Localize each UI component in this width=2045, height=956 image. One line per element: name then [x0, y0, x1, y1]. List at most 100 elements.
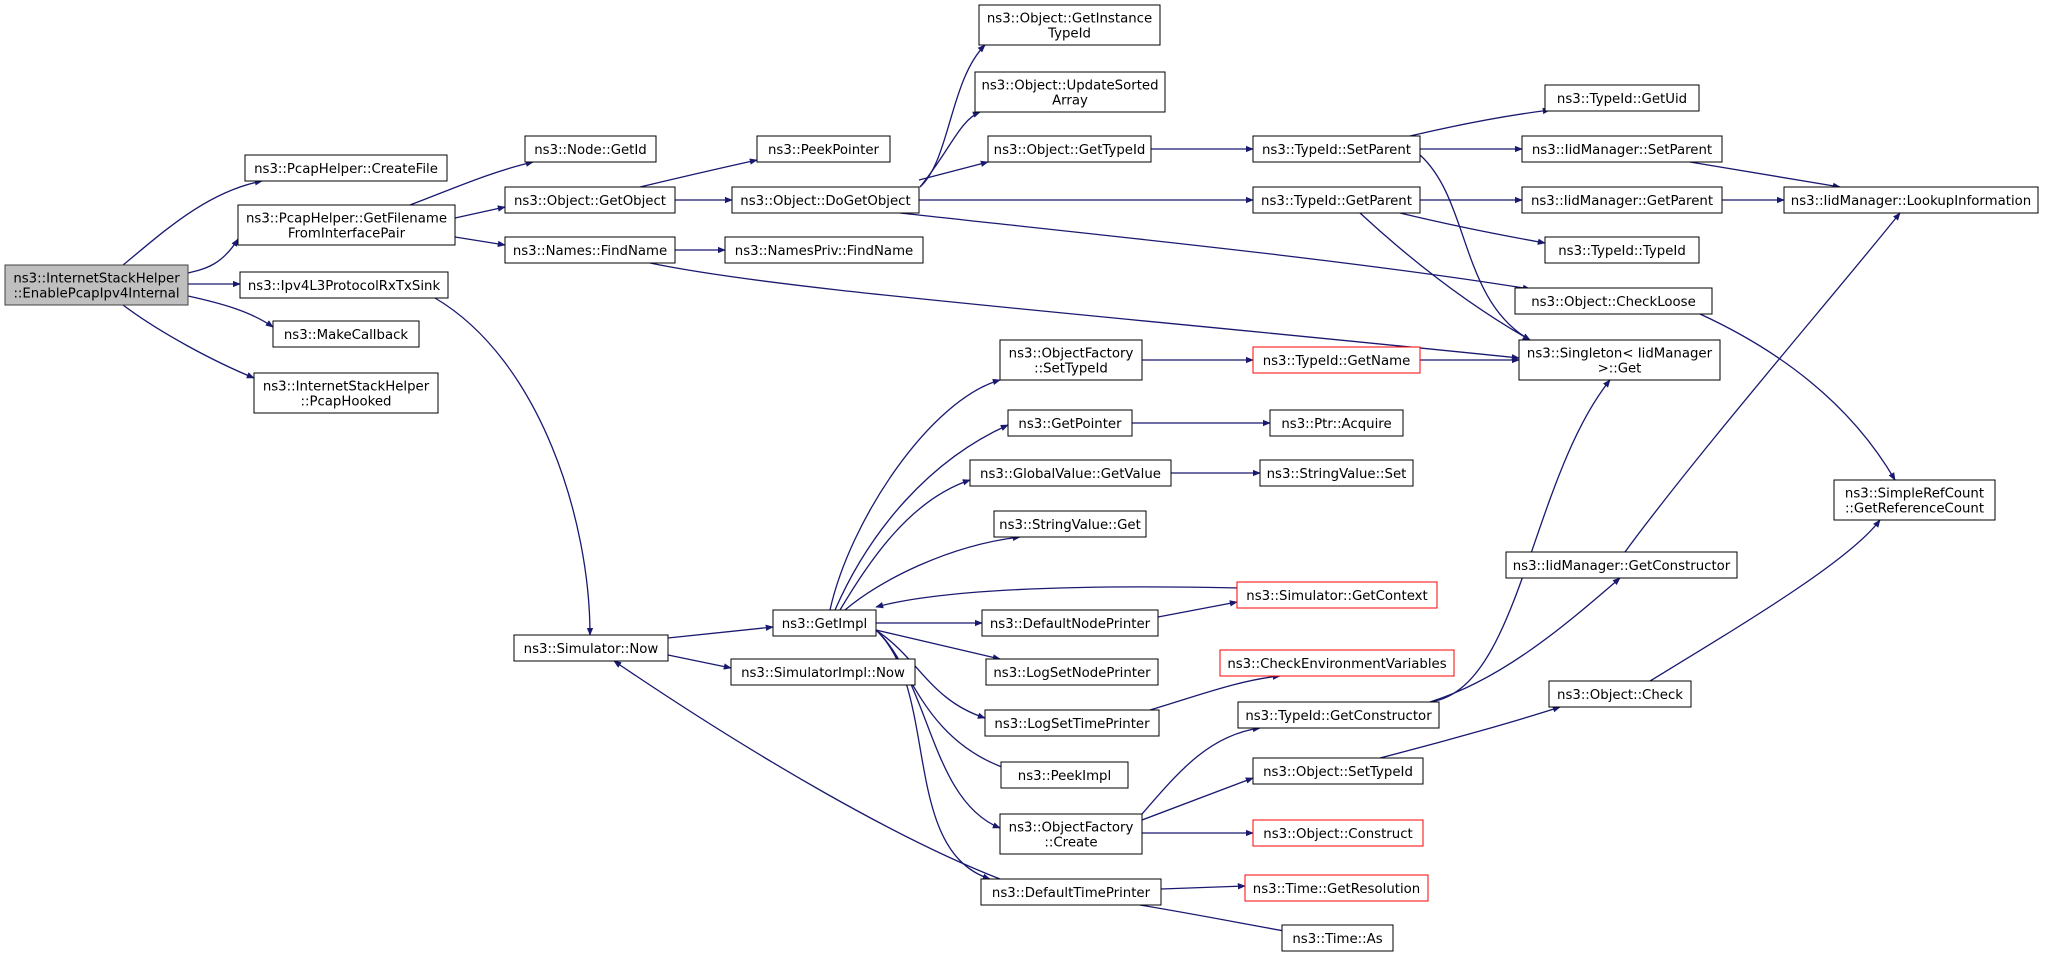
node-box [999, 813, 1143, 855]
edge-tidsetparent-to-singletonget [1419, 154, 1531, 341]
node-timegetresolution[interactable]: ns3::Time::GetResolution [1244, 874, 1429, 902]
node-logsetnodeprinter[interactable]: ns3::LogSetNodePrinter [985, 658, 1159, 686]
edge-getfilename-to-getobject [454, 205, 506, 219]
node-box [969, 459, 1172, 487]
node-getfilename[interactable]: ns3::PcapHelper::GetFilenameFromInterfac… [237, 204, 456, 246]
node-box [1514, 287, 1713, 315]
node-label: ns3::DefaultTimePrinter [992, 886, 1151, 901]
node-ofcreate[interactable]: ns3::ObjectFactory::Create [999, 813, 1143, 855]
node-box [1269, 409, 1404, 437]
node-tidgetuid[interactable]: ns3::TypeId::GetUid [1544, 84, 1700, 112]
node-gvgetvalue[interactable]: ns3::GlobalValue::GetValue [969, 459, 1172, 487]
node-timeas[interactable]: ns3::Time::As [1281, 924, 1394, 952]
node-label: ns3::ObjectFactory [1009, 821, 1134, 836]
node-rxtxsink[interactable]: ns3::Ipv4L3ProtocolRxTxSink [239, 271, 449, 299]
node-pcaphooked[interactable]: ns3::InternetStackHelper::PcapHooked [253, 372, 439, 414]
node-iidsetparent[interactable]: ns3::IidManager::SetParent [1521, 135, 1723, 163]
node-checkloose[interactable]: ns3::Object::CheckLoose [1514, 287, 1713, 315]
edge-checkloose-to-simplerefcount [1699, 313, 1896, 481]
node-objsettypeid[interactable]: ns3::Object::SetTypeId [1252, 757, 1424, 785]
node-label: ns3::Object::Check [1557, 688, 1683, 703]
node-getimpl[interactable]: ns3::GetImpl [772, 609, 877, 637]
node-simgetcontext[interactable]: ns3::Simulator::GetContext [1236, 581, 1438, 609]
edge-root-to-createfile [122, 179, 263, 266]
node-findname[interactable]: ns3::Names::FindName [504, 236, 676, 264]
node-box [1237, 701, 1440, 729]
node-label: ns3::IidManager::LookupInformation [1791, 194, 2031, 209]
node-label: ns3::StringValue::Set [1267, 467, 1407, 482]
node-label: ::PcapHooked [301, 395, 392, 410]
node-box [504, 236, 676, 264]
node-getobject[interactable]: ns3::Object::GetObject [504, 186, 676, 214]
node-defaulttimeprinter[interactable]: ns3::DefaultTimePrinter [980, 878, 1162, 906]
node-root[interactable]: ns3::InternetStackHelper::EnablePcapIpv4… [4, 264, 189, 306]
node-privfindname[interactable]: ns3::NamesPriv::FindName [724, 236, 924, 264]
node-tidsetparent[interactable]: ns3::TypeId::SetParent [1252, 135, 1421, 163]
node-simimplnow[interactable]: ns3::SimulatorImpl::Now [730, 658, 916, 686]
node-objcheck[interactable]: ns3::Object::Check [1548, 680, 1692, 708]
edge-dogetobject-to-updatesorted [919, 111, 981, 188]
node-nodegetid[interactable]: ns3::Node::GetId [524, 135, 657, 163]
node-box [524, 135, 657, 163]
node-logsettimeprinter[interactable]: ns3::LogSetTimePrinter [984, 709, 1160, 737]
node-dogetobject[interactable]: ns3::Object::DoGetObject [731, 186, 920, 214]
node-box [1505, 551, 1738, 579]
node-tidtypeid[interactable]: ns3::TypeId::TypeId [1544, 236, 1700, 264]
node-simplerefcount[interactable]: ns3::SimpleRefCount::GetReferenceCount [1833, 479, 1996, 521]
node-tidgetname[interactable]: ns3::TypeId::GetName [1252, 346, 1421, 374]
node-label: ns3::Time::As [1292, 932, 1382, 947]
node-label: ns3::TypeId::GetUid [1557, 92, 1687, 107]
node-simnow[interactable]: ns3::Simulator::Now [513, 634, 669, 662]
edge-logsettimeprinter-to-checkenv [1149, 673, 1281, 711]
node-iidgetparent[interactable]: ns3::IidManager::GetParent [1521, 186, 1723, 214]
node-box [987, 135, 1152, 163]
node-label: ns3::TypeId::GetParent [1261, 194, 1412, 209]
node-svset[interactable]: ns3::StringValue::Set [1259, 459, 1414, 487]
edge-getimpl-to-getpointer [834, 424, 1009, 611]
node-label: ns3::MakeCallback [284, 328, 409, 343]
node-ofsettypeid[interactable]: ns3::ObjectFactory::SetTypeId [999, 339, 1143, 381]
node-label: >::Get [1598, 362, 1642, 377]
node-peekimpl[interactable]: ns3::PeekImpl [1000, 761, 1129, 789]
node-box [772, 609, 877, 637]
node-box [985, 658, 1159, 686]
edge-defaultnodeprinter-to-simgetcontext [1157, 600, 1238, 618]
node-objgettypeid[interactable]: ns3::Object::GetTypeId [987, 135, 1152, 163]
node-box [1521, 135, 1723, 163]
node-getpointer[interactable]: ns3::GetPointer [1007, 409, 1133, 437]
node-makecallback[interactable]: ns3::MakeCallback [272, 320, 420, 348]
edge-getobject-to-peekpointer [639, 158, 758, 188]
node-lookupinfo[interactable]: ns3::IidManager::LookupInformation [1783, 186, 2039, 214]
node-label: ns3::IidManager::SetParent [1532, 143, 1712, 158]
node-box [1783, 186, 2039, 214]
edge-getfilename-to-nodegetid [409, 160, 534, 206]
node-box [731, 186, 920, 214]
node-createfile[interactable]: ns3::PcapHelper::CreateFile [244, 154, 448, 182]
node-box [1833, 479, 1996, 521]
node-label: ns3::Node::GetId [534, 143, 647, 158]
node-box [253, 372, 439, 414]
node-box [756, 135, 891, 163]
edge-defaulttimeprinter-to-simnow [613, 660, 1001, 880]
node-box [244, 154, 448, 182]
node-ptracquire[interactable]: ns3::Ptr::Acquire [1269, 409, 1404, 437]
node-objconstruct[interactable]: ns3::Object::Construct [1252, 819, 1424, 847]
node-tidgetparent[interactable]: ns3::TypeId::GetParent [1252, 186, 1421, 214]
node-label: ns3::Object::CheckLoose [1531, 295, 1696, 310]
node-box [1252, 186, 1421, 214]
node-singletonget[interactable]: ns3::Singleton< IidManager>::Get [1518, 339, 1721, 381]
node-peekpointer[interactable]: ns3::PeekPointer [756, 135, 891, 163]
node-box [1281, 924, 1394, 952]
node-checkenv[interactable]: ns3::CheckEnvironmentVariables [1219, 649, 1455, 677]
node-tidgetconstructor[interactable]: ns3::TypeId::GetConstructor [1237, 701, 1440, 729]
node-defaultnodeprinter[interactable]: ns3::DefaultNodePrinter [981, 609, 1159, 637]
edge-getimpl-to-defaulttimeprinter [875, 629, 991, 880]
node-label: ns3::Object::SetTypeId [1263, 765, 1413, 780]
edges [122, 44, 1901, 934]
node-label: Array [1052, 94, 1088, 109]
node-svget[interactable]: ns3::StringValue::Get [993, 510, 1147, 538]
node-iidgetconstructor[interactable]: ns3::IidManager::GetConstructor [1505, 551, 1738, 579]
node-box [1252, 135, 1421, 163]
